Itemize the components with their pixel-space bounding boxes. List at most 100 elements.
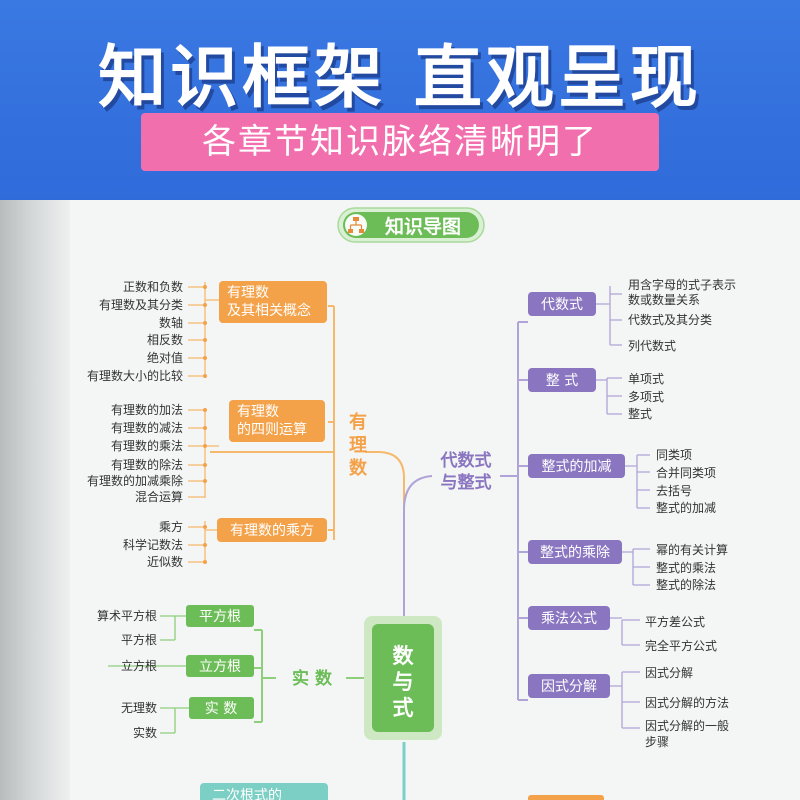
hierarchy-icon xyxy=(345,214,367,236)
branch-real-label: 实 数 xyxy=(292,668,333,689)
algebra-group-box xyxy=(528,606,610,630)
lower-orange-node xyxy=(528,795,604,800)
leaf-dot xyxy=(203,525,207,529)
rational-item: 乘方 xyxy=(159,519,183,534)
leaf-dot xyxy=(203,560,207,564)
rational-item: 有理数的减法 xyxy=(111,420,183,435)
real-item: 平方根 xyxy=(121,632,157,647)
branch-rational: 有理数 有理数及其相关概念 有理数的四则运算 有理数的乘方 正数和负数有理数及其… xyxy=(87,279,368,569)
branch-rational-label: 有理数 xyxy=(349,411,368,479)
algebra-items: 用含字母的式子表示数或数量关系代数式及其分类列代数式单项式多项式整式同类项合并同… xyxy=(628,277,736,749)
algebra-group-box xyxy=(528,292,596,316)
algebra-group-label: 整式的加减 xyxy=(542,459,612,475)
real-item: 立方根 xyxy=(121,658,157,673)
leaf-dot xyxy=(203,285,207,289)
rational-group-operations: 有理数的四则运算 xyxy=(229,400,325,442)
algebra-item: 因式分解的方法 xyxy=(645,695,729,710)
rational-item: 近似数 xyxy=(147,554,183,569)
algebra-item: 平方差公式 xyxy=(645,614,705,629)
rational-group-power-label: 有理数的乘方 xyxy=(230,523,314,539)
branch-radical: 二次根式的 xyxy=(200,783,328,800)
algebra-item: 多项式 xyxy=(628,390,664,404)
algebra-item: 整式的乘法 xyxy=(656,560,716,575)
algebra-item: 幂的有关计算 xyxy=(656,542,728,557)
real-group-square-root-label: 平方根 xyxy=(199,609,241,625)
rational-item: 有理数的加法 xyxy=(111,402,183,417)
center-node: 数与式 xyxy=(364,616,442,740)
rational-item: 数轴 xyxy=(159,315,183,330)
real-item: 实数 xyxy=(133,725,157,740)
real-item: 算术平方根 xyxy=(97,608,157,623)
algebra-item: 用含字母的式子表示 xyxy=(628,277,736,292)
algebra-item: 数或数量关系 xyxy=(628,292,700,307)
algebra-item: 整式的除法 xyxy=(656,577,716,592)
page-spine-shadow xyxy=(0,200,70,800)
real-group-real-number: 实 数 xyxy=(189,697,254,719)
real-group-cube-root-label: 立方根 xyxy=(199,659,241,675)
rational-group-concepts: 有理数及其相关概念 xyxy=(219,281,327,323)
algebra-item: 因式分解的一般 xyxy=(645,718,729,733)
leaf-dot xyxy=(203,356,207,360)
rational-group-concepts-label: 有理数及其相关概念 xyxy=(227,285,311,319)
algebra-item: 单项式 xyxy=(628,372,664,386)
hero-subtitle: 各章节知识脉络清晰明了 xyxy=(141,113,659,171)
algebra-group-box xyxy=(528,368,596,392)
leaf-dot xyxy=(203,543,207,547)
algebra-group-box xyxy=(528,454,625,478)
badge-label: 知识导图 xyxy=(385,215,461,238)
real-item: 无理数 xyxy=(121,700,157,715)
algebra-item: 整式的加减 xyxy=(656,500,716,515)
algebra-item: 步骤 xyxy=(645,735,669,749)
leaf-dot xyxy=(203,303,207,307)
real-group-cube-root: 立方根 xyxy=(186,655,254,677)
leaf-dot xyxy=(203,321,207,325)
rational-item: 有理数的乘法 xyxy=(111,438,183,453)
algebra-item: 因式分解 xyxy=(645,666,693,680)
algebra-item: 代数式及其分类 xyxy=(628,312,712,327)
leaf-dot xyxy=(203,338,207,342)
rational-item: 有理数的除法 xyxy=(111,457,183,472)
algebra-item: 整式 xyxy=(628,406,652,421)
algebra-group-label: 乘法公式 xyxy=(541,611,597,627)
leaf-dot xyxy=(203,463,207,467)
algebra-group-label: 因式分解 xyxy=(541,679,597,695)
algebra-group-box xyxy=(528,540,622,564)
rational-item: 科学记数法 xyxy=(123,537,183,552)
algebra-item: 列代数式 xyxy=(628,338,676,353)
leaf-dot xyxy=(203,444,207,448)
leaf-dot xyxy=(203,374,207,378)
rational-item: 正数和负数 xyxy=(123,279,183,294)
algebra-item: 合并同类项 xyxy=(656,465,716,480)
mind-map-badge: 知识导图 xyxy=(337,207,485,243)
rational-item: 有理数大小的比较 xyxy=(87,368,183,383)
algebra-group-box xyxy=(528,674,610,698)
algebra-item: 同类项 xyxy=(656,448,692,462)
hero-title: 知识框架 直观呈现 xyxy=(98,39,702,118)
leaf-dot xyxy=(203,426,207,430)
algebra-group-label: 整式的乘除 xyxy=(540,545,610,561)
center-label: 数与式 xyxy=(393,644,415,720)
rational-group-operations-label: 有理数的四则运算 xyxy=(237,404,307,438)
algebra-item: 完全平方公式 xyxy=(645,638,717,653)
algebra-item: 去括号 xyxy=(656,483,692,498)
real-cube-root-items: 立方根 xyxy=(121,658,157,673)
real-group-real-number-label: 实 数 xyxy=(205,701,237,717)
algebra-group-label: 整 式 xyxy=(546,373,578,389)
real-group-square-root: 平方根 xyxy=(186,605,254,627)
rational-item: 有理数及其分类 xyxy=(99,297,183,312)
rational-item: 混合运算 xyxy=(135,489,183,504)
algebra-group-label: 代数式 xyxy=(541,297,583,313)
rational-item: 相反数 xyxy=(147,332,183,347)
leaf-dot xyxy=(203,479,207,483)
rational-group-power: 有理数的乘方 xyxy=(217,518,327,542)
rational-item: 绝对值 xyxy=(147,350,183,365)
branch-radical-label: 二次根式的 xyxy=(212,788,282,800)
